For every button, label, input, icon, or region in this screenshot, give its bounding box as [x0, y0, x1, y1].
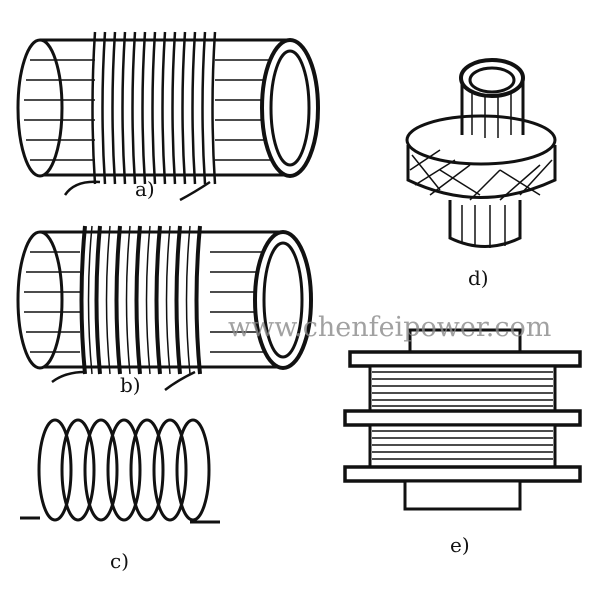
label-a: a) — [135, 177, 155, 201]
figure-b-spaced-winding: b) — [16, 225, 313, 397]
label-c: c) — [110, 549, 129, 573]
label-d: d) — [468, 266, 489, 290]
watermark: www.chenfeipower.com — [228, 312, 551, 343]
figure-d-pancake-coil: d) — [405, 58, 557, 290]
figure-c-air-core-coil: c) — [20, 418, 220, 573]
figure-e-bobbin-coil: e) — [343, 328, 582, 557]
label-e: e) — [450, 533, 470, 557]
figure-a-wound-tube: a) — [16, 31, 320, 202]
label-b: b) — [120, 373, 141, 397]
